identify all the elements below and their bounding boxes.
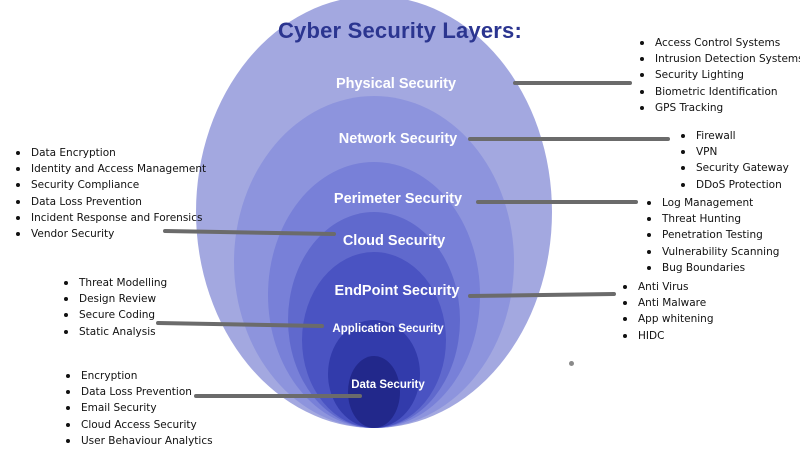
list-item: Firewall bbox=[677, 128, 789, 144]
endpoint-security-list: Anti Virus Anti Malware App whitening HI… bbox=[619, 279, 713, 344]
physical-security-list: Access Control Systems Intrusion Detecti… bbox=[636, 35, 800, 116]
list-item: Security Lighting bbox=[636, 67, 800, 83]
list-item: Design Review bbox=[60, 291, 167, 307]
list-item: Security Compliance bbox=[12, 177, 206, 193]
list-item: GPS Tracking bbox=[636, 100, 800, 116]
layer-label-perimeter: Perimeter Security bbox=[334, 191, 462, 207]
network-security-list: Firewall VPN Security Gateway DDoS Prote… bbox=[677, 128, 789, 193]
perimeter-security-list: Log Management Threat Hunting Penetratio… bbox=[643, 195, 779, 276]
list-item: User Behaviour Analytics bbox=[62, 433, 213, 449]
layer-ring-data bbox=[348, 356, 400, 428]
list-item: Threat Hunting bbox=[643, 211, 779, 227]
list-item: Vendor Security bbox=[12, 226, 206, 242]
layer-label-application: Application Security bbox=[332, 323, 444, 335]
layer-label-cloud: Cloud Security bbox=[343, 233, 445, 249]
application-security-list: Threat Modelling Design Review Secure Co… bbox=[60, 275, 167, 340]
list-item: Log Management bbox=[643, 195, 779, 211]
list-item: VPN bbox=[677, 144, 789, 160]
connector-application bbox=[156, 321, 324, 328]
list-item: App whitening bbox=[619, 311, 713, 327]
list-item: Bug Boundaries bbox=[643, 260, 779, 276]
list-item: HIDC bbox=[619, 328, 713, 344]
list-item: Intrusion Detection Systems bbox=[636, 51, 800, 67]
list-item: Data Loss Prevention bbox=[62, 384, 213, 400]
list-item: Security Gateway bbox=[677, 160, 789, 176]
list-item: Identity and Access Management bbox=[12, 161, 206, 177]
list-item: Incident Response and Forensics bbox=[12, 210, 206, 226]
diagram-title: Cyber Security Layers: bbox=[277, 18, 523, 43]
layer-label-data: Data Security bbox=[351, 379, 425, 391]
list-item: Threat Modelling bbox=[60, 275, 167, 291]
list-item: DDoS Protection bbox=[677, 177, 789, 193]
list-item: Secure Coding bbox=[60, 307, 167, 323]
list-item: Data Encryption bbox=[12, 145, 206, 161]
layer-label-endpoint: EndPoint Security bbox=[335, 283, 460, 299]
list-item: Cloud Access Security bbox=[62, 417, 213, 433]
list-item: Access Control Systems bbox=[636, 35, 800, 51]
list-item: Encryption bbox=[62, 368, 213, 384]
list-item: Data Loss Prevention bbox=[12, 194, 206, 210]
connector-cloud bbox=[163, 229, 336, 236]
layer-label-network: Network Security bbox=[339, 131, 457, 147]
connector-endpoint bbox=[468, 292, 616, 298]
list-item: Penetration Testing bbox=[643, 227, 779, 243]
list-item: Email Security bbox=[62, 400, 213, 416]
list-item: Static Analysis bbox=[60, 324, 167, 340]
list-item: Anti Virus bbox=[619, 279, 713, 295]
list-item: Anti Malware bbox=[619, 295, 713, 311]
layer-label-physical: Physical Security bbox=[336, 76, 456, 92]
data-security-list: Encryption Data Loss Prevention Email Se… bbox=[62, 368, 213, 449]
stray-dot bbox=[569, 361, 574, 366]
cloud-security-list: Data Encryption Identity and Access Mana… bbox=[12, 145, 206, 242]
list-item: Vulnerability Scanning bbox=[643, 244, 779, 260]
list-item: Biometric Identification bbox=[636, 84, 800, 100]
